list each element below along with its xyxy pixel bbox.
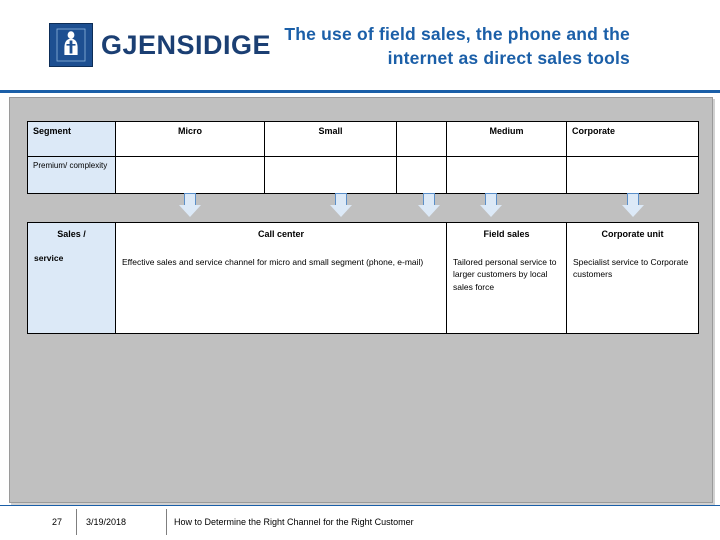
segment-header-small: Small xyxy=(264,121,397,157)
footer-bottom-band xyxy=(0,535,720,540)
segment-header-medium: Medium xyxy=(446,121,567,157)
segment-table-row: Premium/ complexity xyxy=(27,156,699,194)
footer-divider xyxy=(0,505,720,506)
channel-table: Sales / Call center Field sales Corporat… xyxy=(27,222,699,334)
segment-header-label: Segment xyxy=(27,121,116,157)
header-divider xyxy=(0,90,720,93)
channel-cell-field-sales: Tailored personal service to larger cust… xyxy=(446,246,567,334)
channel-table-body-row: service Effective sales and service chan… xyxy=(27,246,699,334)
down-arrow-2 xyxy=(330,193,352,217)
segment-cell-hatched xyxy=(396,156,447,194)
segment-cell-corporate xyxy=(566,156,699,194)
segment-cell-medium xyxy=(446,156,567,194)
channel-cell-call-center: Effective sales and service channel for … xyxy=(115,246,447,334)
footer-separator-2 xyxy=(166,509,167,535)
channel-header-call-center: Call center xyxy=(115,222,447,246)
segment-cell-small xyxy=(264,156,397,194)
segment-header-hatched xyxy=(396,121,447,157)
page-title: The use of field sales, the phone and th… xyxy=(250,23,630,70)
brand-name: GJENSIDIGE xyxy=(101,29,272,60)
channel-header-field-sales: Field sales xyxy=(446,222,567,246)
segment-table: Segment Micro Small Medium Corporate Pre… xyxy=(27,121,699,194)
down-arrow-3 xyxy=(418,193,440,217)
brand-logo: GJENSIDIGE xyxy=(49,23,271,67)
page-title-line2: internet as direct sales tools xyxy=(387,47,630,68)
footer-subject: How to Determine the Right Channel for t… xyxy=(174,517,414,527)
channel-row-label-top: Sales / xyxy=(27,222,116,246)
footer-separator-1 xyxy=(76,509,77,535)
knight-emblem-icon xyxy=(49,23,93,67)
segment-header-micro: Micro xyxy=(115,121,265,157)
channel-header-corporate-unit: Corporate unit xyxy=(566,222,699,246)
channel-cell-corporate-unit: Specialist service to Corporate customer… xyxy=(566,246,699,334)
segment-table-header-row: Segment Micro Small Medium Corporate xyxy=(27,121,699,157)
page-number: 27 xyxy=(52,517,63,527)
channel-row-label-bottom: service xyxy=(27,246,116,334)
footer: 27 3/19/2018 How to Determine the Right … xyxy=(0,509,720,535)
channel-table-header-row: Sales / Call center Field sales Corporat… xyxy=(27,222,699,246)
down-arrow-5 xyxy=(622,193,644,217)
segment-cell-micro xyxy=(115,156,265,194)
down-arrow-4 xyxy=(480,193,502,217)
segment-header-corporate: Corporate xyxy=(566,121,699,157)
segment-row-label: Premium/ complexity xyxy=(27,156,116,194)
page-title-line1: The use of field sales, the phone and th… xyxy=(284,24,630,44)
down-arrow-1 xyxy=(179,193,201,217)
footer-date: 3/19/2018 xyxy=(86,517,127,527)
